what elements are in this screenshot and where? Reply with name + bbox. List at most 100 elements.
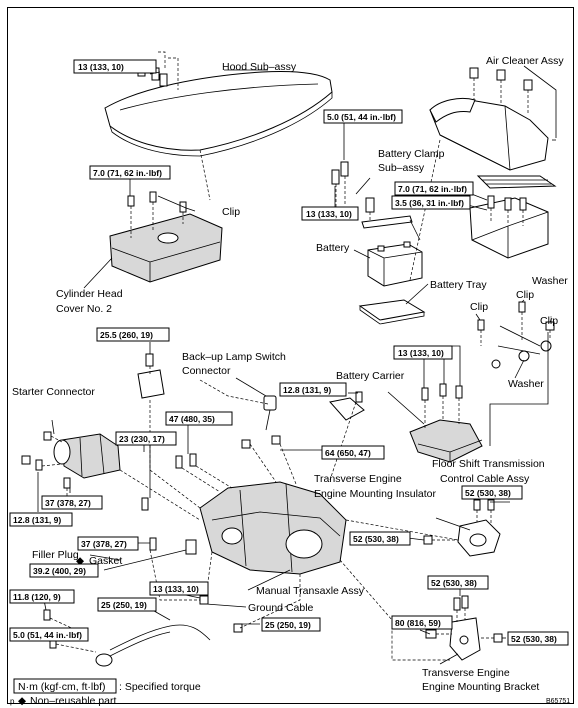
svg-text:25.5 (260, 19): 25.5 (260, 19): [100, 330, 153, 340]
label-battery-clamp-line1: Battery Clamp: [378, 148, 445, 160]
torque-box: 80 (816, 59): [391, 615, 453, 630]
mount-bracket-illustration: [425, 595, 503, 661]
svg-text:25 (250, 19): 25 (250, 19): [101, 600, 147, 610]
svg-text:52 (530, 38): 52 (530, 38): [465, 488, 511, 498]
battery-illustration: [367, 241, 423, 287]
svg-text:12.8 (131, 9): 12.8 (131, 9): [13, 515, 61, 525]
label-battery: Battery: [316, 242, 350, 254]
svg-text:23 (230, 17): 23 (230, 17): [119, 434, 165, 444]
torque-box: 25 (250, 19): [97, 597, 157, 612]
label-battery-clamp-line2: Sub–assy: [378, 162, 425, 174]
torque-box: 52 (530, 38): [349, 531, 411, 546]
svg-text:52 (530, 38): 52 (530, 38): [353, 534, 399, 544]
torque-box: 13 (133, 10): [149, 581, 209, 596]
torque-box: 39.2 (400, 29): [29, 563, 99, 578]
label-clip-cover: Clip: [222, 206, 240, 218]
torque-boxes: 13 (133, 10) 5.0 (51, 44 in.·lbf) 13 (13…: [9, 59, 569, 646]
torque-box: 25 (250, 19): [261, 617, 321, 632]
battery-tray-illustration: [358, 299, 426, 325]
svg-text:52 (530, 38): 52 (530, 38): [511, 634, 557, 644]
label-battery-carrier: Battery Carrier: [336, 370, 405, 382]
part-labels: Hood Sub–assy Air Cleaner Assy Battery C…: [12, 55, 568, 693]
torque-box: 5.0 (51, 44 in.·lbf): [9, 627, 89, 642]
label-floor-shift-line2: Control Cable Assy: [440, 473, 530, 485]
label-hood: Hood Sub–assy: [222, 61, 297, 73]
svg-text:13 (133, 10): 13 (133, 10): [398, 348, 444, 358]
label-air-cleaner: Air Cleaner Assy: [486, 55, 564, 67]
svg-text:5.0 (51, 44 in.·lbf): 5.0 (51, 44 in.·lbf): [13, 630, 82, 640]
manual-transaxle-illustration: [185, 481, 347, 575]
torque-box: 3.5 (36, 31 in.·lbf): [391, 195, 471, 210]
svg-text:7.0 (71, 62 in.·lbf): 7.0 (71, 62 in.·lbf): [93, 168, 162, 178]
cylinder-head-cover-illustration: [109, 191, 223, 283]
torque-box: 13 (133, 10): [393, 345, 453, 360]
svg-text:39.2 (400, 29): 39.2 (400, 29): [33, 566, 86, 576]
svg-text:37 (378, 27): 37 (378, 27): [45, 498, 91, 508]
torque-box: 12.8 (131, 9): [279, 382, 347, 397]
battery-clamp-illustration: [331, 161, 421, 241]
label-cylinder-head-line1: Cylinder Head: [56, 288, 123, 300]
torque-box: 11.8 (120, 9): [9, 589, 75, 604]
label-battery-tray: Battery Tray: [430, 279, 487, 291]
label-backup-lamp-line2: Connector: [182, 365, 231, 377]
torque-box: 13 (133, 10): [301, 206, 359, 221]
torque-box: 47 (480, 35): [165, 411, 233, 426]
diagram-frame: [7, 7, 574, 704]
svg-text:80 (816, 59): 80 (816, 59): [395, 618, 441, 628]
svg-text:13 (133, 10): 13 (133, 10): [306, 209, 352, 219]
backup-lamp-connector: [263, 395, 277, 431]
label-insulator-line1: Transverse Engine: [314, 473, 402, 485]
svg-text:64 (650, 47): 64 (650, 47): [325, 448, 371, 458]
starter-illustration: [21, 431, 121, 496]
legend-specified-torque: : Specified torque: [119, 681, 201, 693]
label-clip-b: Clip: [516, 289, 534, 301]
torque-box: 64 (650, 47): [321, 445, 385, 460]
torque-box: 7.0 (71, 62 in.·lbf): [89, 165, 171, 180]
hood-illustration: [104, 71, 333, 157]
torque-box: 52 (530, 38): [461, 485, 523, 500]
svg-text:3.5 (36, 31 in.·lbf): 3.5 (36, 31 in.·lbf): [395, 198, 464, 208]
torque-box: 13 (133, 10): [73, 59, 157, 74]
label-cylinder-head-line2: Cover No. 2: [56, 303, 112, 315]
svg-text:25 (250, 19): 25 (250, 19): [265, 620, 311, 630]
torque-box: 5.0 (51, 44 in.·lbf): [323, 109, 403, 124]
figure-code: B65751: [546, 698, 570, 705]
label-clip-a: Clip: [470, 301, 488, 313]
svg-text:11.8 (120, 9): 11.8 (120, 9): [13, 592, 61, 602]
label-bracket-line1: Transverse Engine: [422, 667, 510, 679]
legend-unit-box: [13, 678, 117, 694]
torque-box: 52 (530, 38): [427, 575, 489, 590]
air-cleaner-bolts: [487, 195, 527, 226]
svg-text:5.0 (51, 44 in.·lbf): 5.0 (51, 44 in.·lbf): [327, 112, 396, 122]
legend-non-reusable: Non–reusable part: [30, 695, 116, 707]
label-starter-connector: Starter Connector: [12, 386, 95, 398]
label-ground-cable: Ground Cable: [248, 602, 314, 614]
torque-box: 12.8 (131, 9): [9, 512, 73, 527]
legend: N·m (kgf·cm, ft·lbf) : Specified torque …: [10, 678, 201, 707]
svg-text:12.8 (131, 9): 12.8 (131, 9): [283, 385, 331, 395]
torque-box: 7.0 (71, 62 in.·lbf): [394, 181, 474, 196]
upper-bracket: [137, 353, 165, 399]
label-manual-transaxle: Manual Transaxle Assy: [256, 585, 365, 597]
svg-text:52 (530, 38): 52 (530, 38): [431, 578, 477, 588]
svg-text:47 (480, 35): 47 (480, 35): [169, 414, 215, 424]
torque-box: 37 (378, 27): [41, 495, 103, 510]
label-bracket-line2: Engine Mounting Bracket: [422, 681, 539, 693]
torque-box: 23 (230, 17): [115, 431, 177, 446]
air-cleaner-illustration: [429, 67, 557, 259]
assembly-guide-lines: [119, 139, 459, 661]
svg-text:37 (378, 27): 37 (378, 27): [81, 539, 127, 549]
torque-box: 37 (378, 27): [77, 536, 139, 551]
torque-box: 52 (530, 38): [507, 631, 569, 646]
svg-text:13 (133, 10): 13 (133, 10): [153, 584, 199, 594]
torque-box: 25.5 (260, 19): [96, 327, 170, 342]
label-clip-c: Clip: [540, 315, 558, 327]
label-filler-plug: Filler Plug: [32, 549, 79, 561]
legend-p-mark: p: [10, 697, 15, 706]
shift-cable-parts: [477, 301, 555, 369]
mount-insulator-illustration: [423, 499, 501, 557]
label-washer-bottom: Washer: [508, 378, 544, 390]
svg-text:13 (133, 10): 13 (133, 10): [78, 62, 124, 72]
legend-diamond: ◆: [18, 695, 27, 707]
